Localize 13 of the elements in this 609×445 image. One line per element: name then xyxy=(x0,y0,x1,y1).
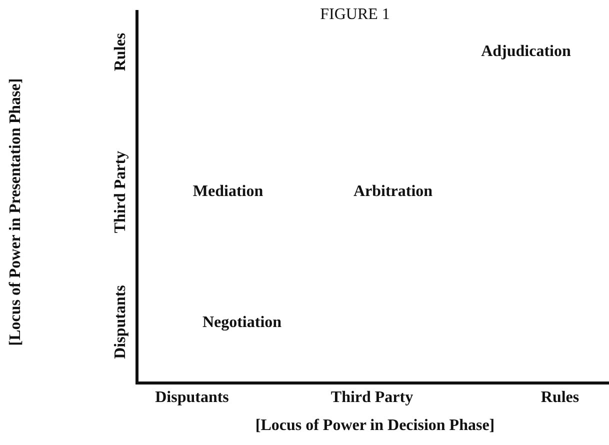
axis-tick-label: Third Party xyxy=(111,150,130,234)
axis-tick-label: Third Party xyxy=(330,388,414,408)
point-label: Adjudication xyxy=(481,42,571,62)
point-label: Negotiation xyxy=(202,313,282,333)
axis-tick-label: Disputants xyxy=(111,285,130,359)
figure-title: FIGURE 1 xyxy=(320,5,390,25)
axis-title: [Locus of Power in Decision Phase] xyxy=(255,416,495,436)
axis-tick-label: Disputants xyxy=(155,388,229,408)
axis-tick-label: Rules xyxy=(540,388,580,408)
point-label: Arbitration xyxy=(353,182,433,202)
point-label: Mediation xyxy=(192,182,264,202)
axis-title: [Locus of Power in Presentation Phase] xyxy=(6,78,25,346)
axis-tick-label: Rules xyxy=(111,32,130,72)
